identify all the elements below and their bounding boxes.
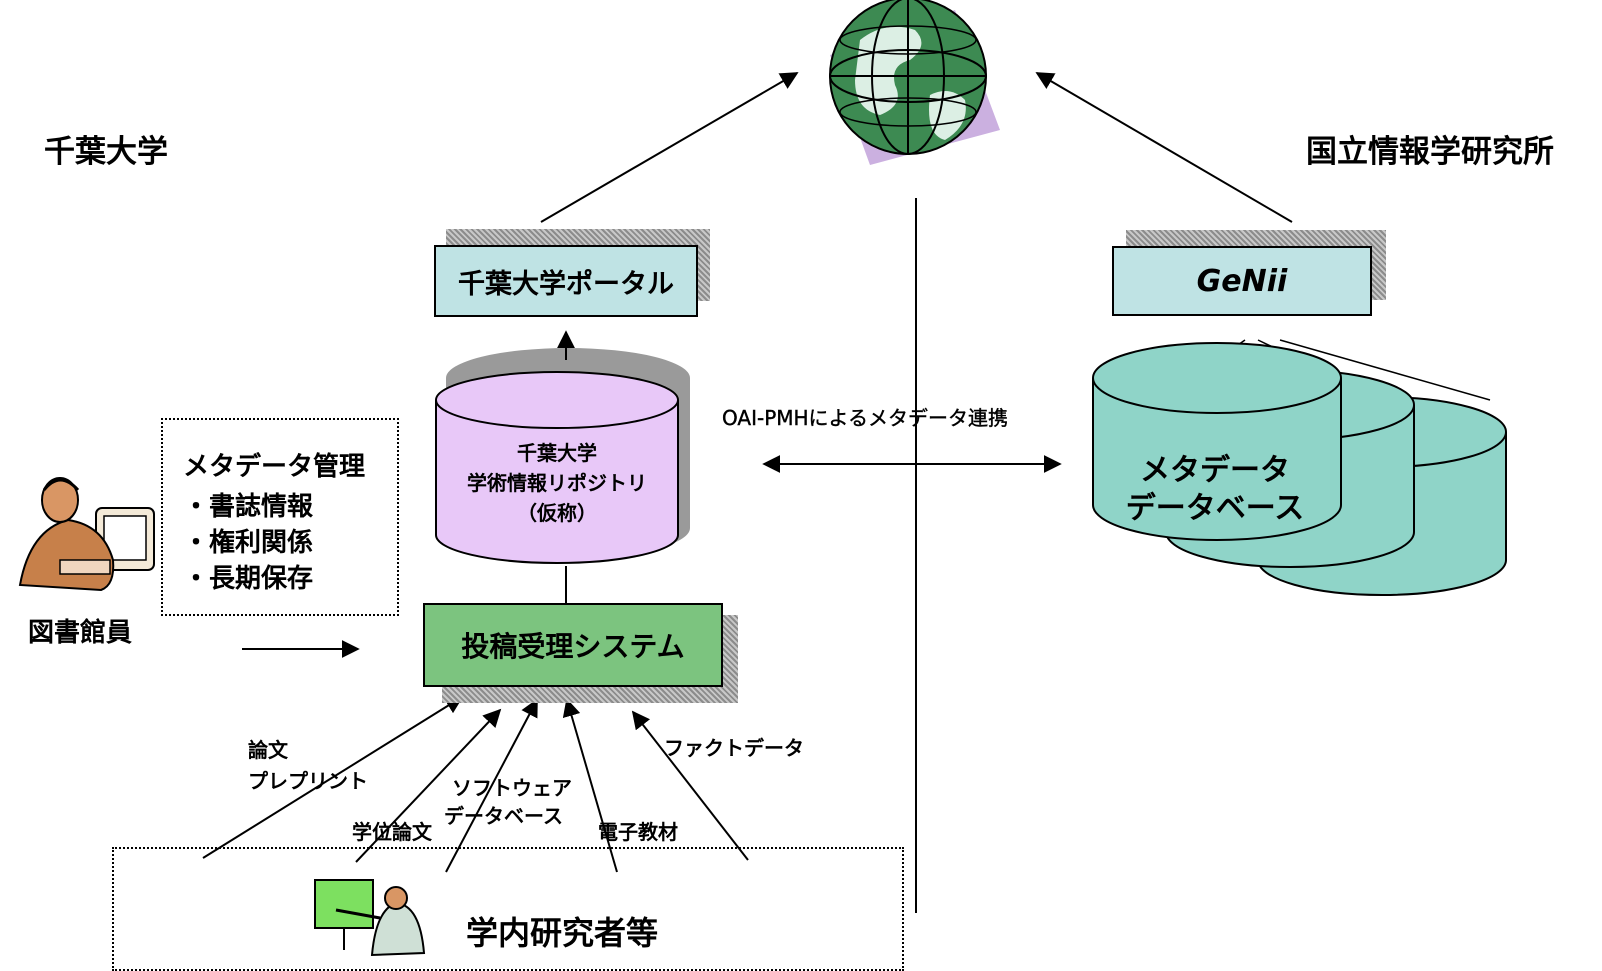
- portal-label: 千葉大学ポータル: [458, 268, 674, 300]
- metadata-mgmt-item: ・権利関係: [183, 528, 314, 558]
- repository-cylinder: [435, 348, 690, 564]
- content-label-thesis: 学位論文: [352, 820, 432, 844]
- content-label-database: データベース: [444, 804, 563, 828]
- content-label-software: ソフトウェア: [452, 776, 572, 800]
- researchers-label: 学内研究者等: [466, 914, 659, 952]
- content-label-preprint: プレプリント: [248, 769, 368, 793]
- content-label-factdata: ファクトデータ: [664, 736, 804, 760]
- metadata-mgmt-item: ・長期保存: [183, 564, 314, 594]
- researchers-box: [112, 847, 904, 971]
- metadata-db-label: メタデータ データベース: [1125, 453, 1305, 526]
- oai-label: OAI-PMHによるメタデータ連携: [722, 406, 1008, 430]
- metadata-db-cylinders: [1092, 342, 1507, 596]
- metadata-management-box: メタデータ管理 ・書誌情報 ・権利関係 ・長期保存: [161, 418, 399, 616]
- arrow-genii-to-globe: [1035, 72, 1293, 223]
- portal-box[interactable]: 千葉大学ポータル: [434, 245, 698, 317]
- submission-system-box[interactable]: 投稿受理システム: [423, 603, 723, 687]
- arrow-portal-to-globe: [540, 72, 799, 223]
- metadata-mgmt-title: メタデータ管理: [183, 452, 366, 482]
- genii-label: GeNii: [1196, 263, 1288, 299]
- metadata-mgmt-item: ・書誌情報: [183, 492, 314, 522]
- genii-box[interactable]: GeNii: [1112, 246, 1372, 316]
- content-label-paper: 論文: [248, 738, 288, 762]
- chiba-university-label: 千葉大学: [44, 134, 168, 170]
- globe-icon: [829, 0, 1000, 165]
- submission-label: 投稿受理システム: [461, 630, 685, 663]
- librarian-icon: [18, 477, 155, 592]
- nii-label: 国立情報学研究所: [1306, 134, 1554, 170]
- librarian-label: 図書館員: [28, 618, 133, 648]
- repository-label: 千葉大学 学術情報リポジトリ （仮称）: [467, 441, 647, 525]
- content-label-ematerial: 電子教材: [598, 820, 678, 844]
- presenter-icon: [314, 879, 426, 957]
